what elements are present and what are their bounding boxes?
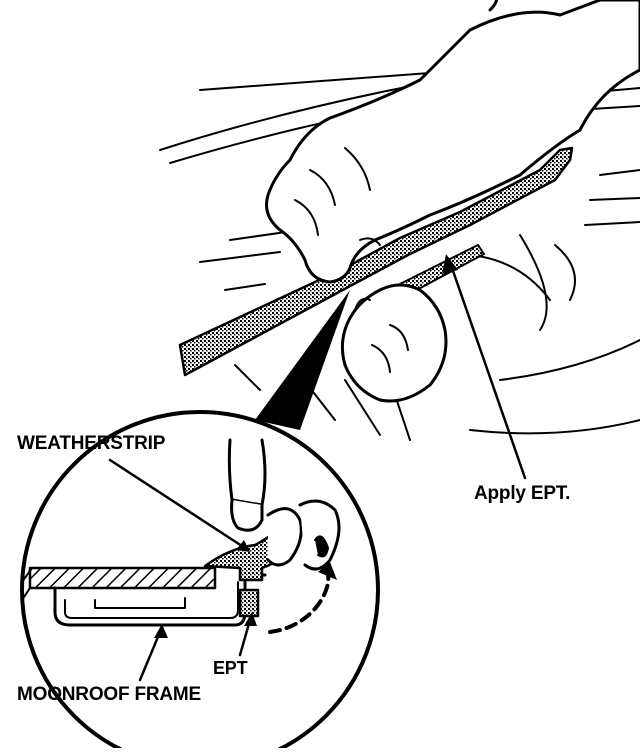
apply-ept-label: Apply EPT. [474,483,570,505]
ept-block [240,590,258,616]
ept-label: EPT [213,658,247,679]
lower-hand [342,285,446,401]
moonroof-frame-label: MOONROOF FRAME [17,684,201,706]
upper-hand [267,0,640,282]
apply-ept-pointer [442,254,525,478]
weatherstrip-label: WEATHERSTRIP [17,433,165,455]
